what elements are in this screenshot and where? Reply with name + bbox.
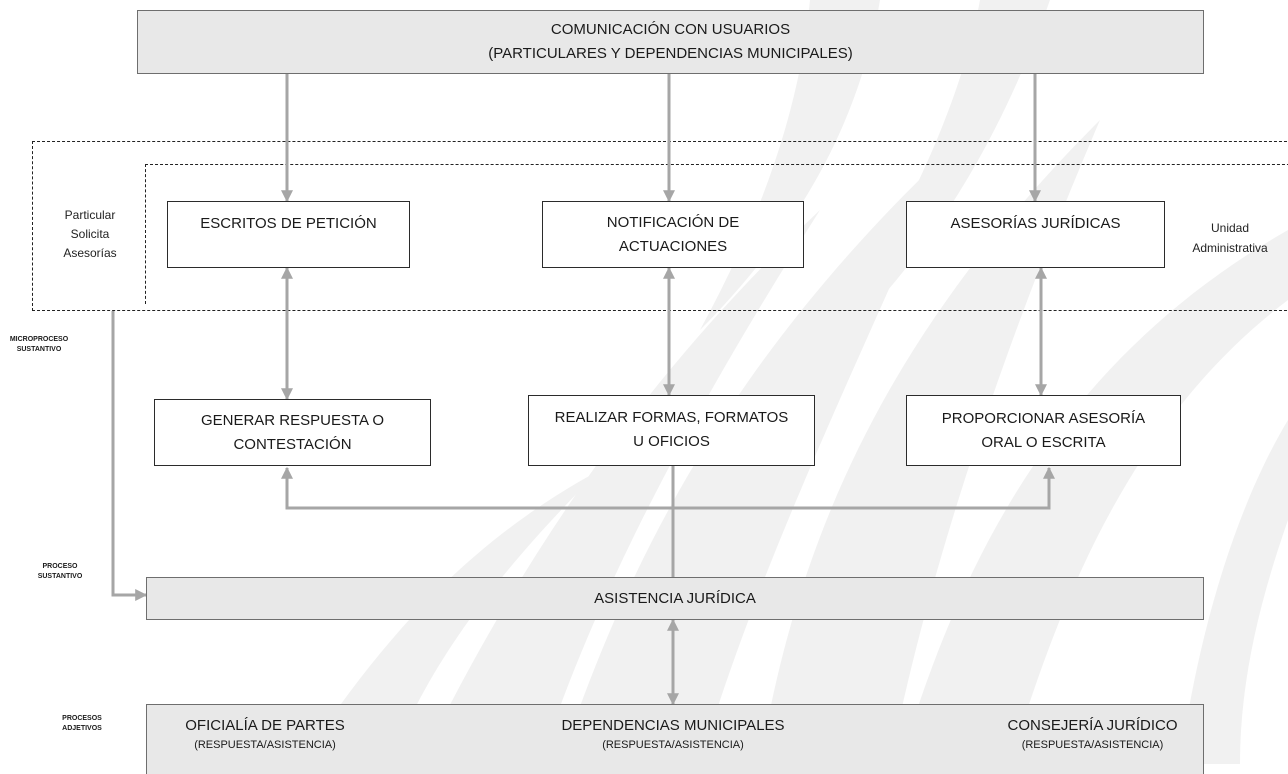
unidad-region-border — [145, 164, 1288, 304]
proporcionar-asesoria-box: PROPORCIONAR ASESORÍA ORAL O ESCRITA — [906, 395, 1181, 466]
asistencia-juridica-box: ASISTENCIA JURÍDICA — [146, 577, 1204, 620]
oficialia-partes-sub: (RESPUESTA/ASISTENCIA) — [194, 739, 336, 751]
microproceso-label: MICROPROCESO SUSTANTIVO — [9, 336, 69, 353]
oficialia-partes-title: OFICIALÍA DE PARTES — [185, 717, 345, 734]
procesos-adjetivos-label: PROCESOS ADJETIVOS — [62, 715, 102, 732]
consejeria-juridico-column: CONSEJERÍA JURÍDICO (RESPUESTA/ASISTENCI… — [985, 706, 1200, 764]
connector-bottom-loop — [281, 466, 1055, 510]
oficialia-partes-column: OFICIALÍA DE PARTES (RESPUESTA/ASISTENCI… — [150, 706, 380, 764]
consejeria-juridico-title: CONSEJERÍA JURÍDICO — [1007, 717, 1178, 734]
particular-region-border — [32, 141, 1288, 311]
asesorias-juridicas-box: ASESORÍAS JURÍDICAS — [906, 201, 1165, 268]
dependencias-municipales-column: DEPENDENCIAS MUNICIPALES (RESPUESTA/ASIS… — [518, 706, 828, 764]
dependencias-municipales-title: DEPENDENCIAS MUNICIPALES — [561, 717, 785, 734]
comunicacion-usuarios-box: COMUNICACIÓN CON USUARIOS (PARTICULARES … — [137, 10, 1204, 74]
proceso-sustantivo-label: PROCESO SUSTANTIVO — [37, 563, 83, 580]
particular-label: Particular Solicita Asesorías — [63, 208, 117, 260]
generar-respuesta-box: GENERAR RESPUESTA O CONTESTACIÓN — [154, 399, 431, 466]
consejeria-juridico-sub: (RESPUESTA/ASISTENCIA) — [1021, 739, 1164, 751]
realizar-formas-box: REALIZAR FORMAS, FORMATOS U OFICIOS — [528, 395, 815, 466]
dependencias-municipales-sub: (RESPUESTA/ASISTENCIA) — [602, 739, 744, 751]
comunicacion-title: COMUNICACIÓN CON USUARIOS — [550, 21, 791, 38]
arrow-particular-to-asistencia — [111, 311, 148, 601]
comunicacion-subtitle: (PARTICULARES Y DEPENDENCIAS MUNICIPALES… — [488, 45, 853, 62]
escritos-peticion-box: ESCRITOS DE PETICIÓN — [167, 201, 410, 268]
procesos-adjetivos-box — [146, 704, 1204, 774]
notificacion-actuaciones-box: NOTIFICACIÓN DE ACTUACIONES — [542, 201, 804, 268]
unidad-administrativa-label: Unidad Administrativa — [1192, 221, 1268, 255]
